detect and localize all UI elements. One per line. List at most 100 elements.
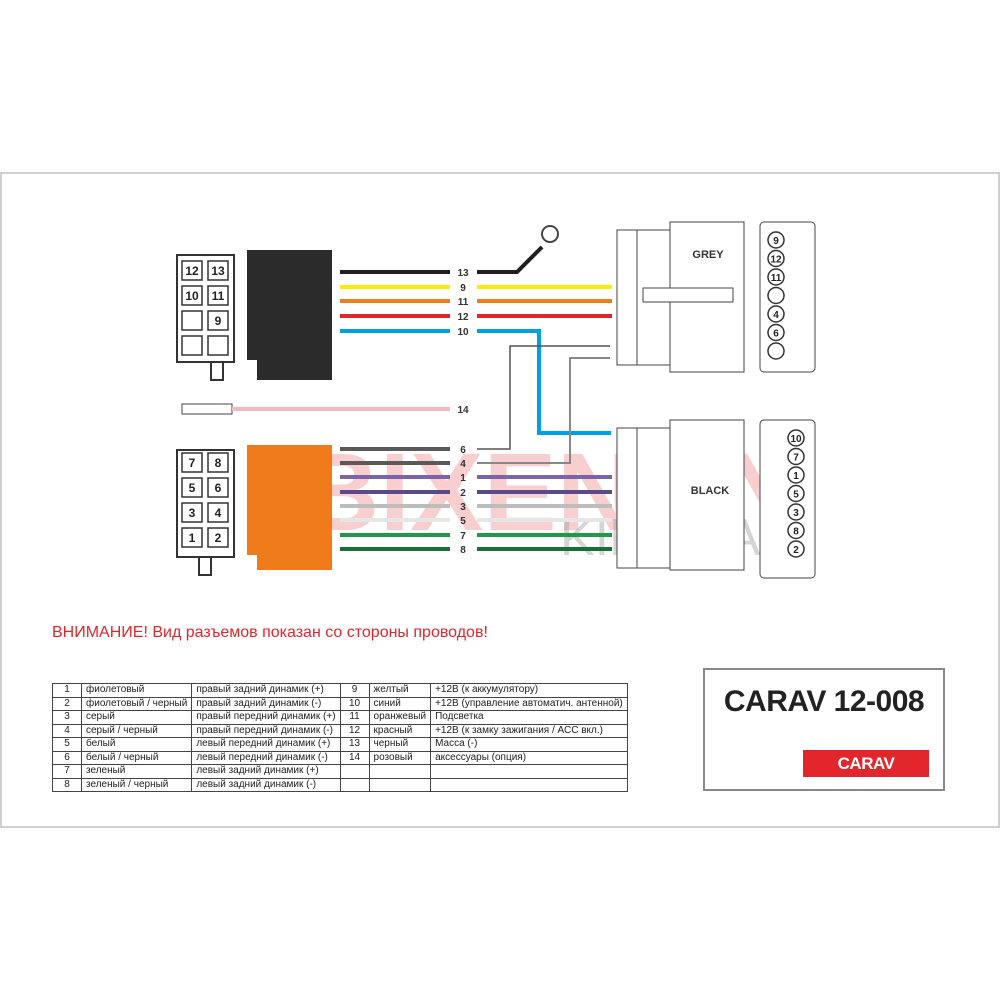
iso-pin [181, 502, 203, 523]
iso-speaker-key [198, 556, 212, 576]
table-cell: 1 [52, 683, 82, 698]
ground-wire [477, 245, 544, 274]
wire-number-label: 6 [460, 445, 466, 456]
connector-pin [787, 540, 805, 558]
speaker-plug-body [247, 445, 332, 555]
table-cell: 10 [339, 696, 370, 711]
connector-pin [787, 447, 805, 466]
iso-pin [207, 502, 229, 523]
iso-pin-number: 11 [212, 289, 225, 303]
iso-pin [181, 527, 203, 548]
connector-pin [787, 521, 805, 540]
iso-pin-number: 12 [185, 264, 199, 278]
iso-pin [207, 260, 229, 281]
table-cell: 11 [339, 710, 370, 725]
brand-logo: CARAV [803, 750, 929, 777]
table-cell: розовый [368, 750, 432, 765]
connector-pin-number: 4 [773, 310, 779, 321]
connector-pin [767, 323, 785, 342]
table-cell: Подсветка [430, 710, 628, 725]
table-cell: желтый [368, 683, 432, 698]
iso-pin [207, 452, 229, 473]
table-cell [430, 777, 628, 792]
wire-number-label: 2 [460, 488, 466, 499]
iso-pin [181, 335, 203, 356]
table-cell: белый [80, 737, 193, 752]
connector-pin-number: 3 [793, 508, 799, 519]
connector-pin [787, 429, 805, 447]
table-cell: Масса (-) [430, 737, 628, 752]
table-cell [368, 764, 432, 779]
black-connector-housing [669, 419, 745, 571]
table-cell: серый [80, 710, 193, 725]
table-cell [368, 777, 432, 792]
table-cell: зеленый [80, 764, 193, 779]
table-cell: +12В (к аккумулятору) [430, 683, 628, 698]
table-cell [339, 764, 370, 779]
iso-pin-number: 13 [211, 264, 225, 278]
table-cell: белый / черный [80, 750, 193, 765]
wire-number-label: 7 [460, 531, 466, 542]
connector-pin [767, 268, 785, 286]
speaker-plug-latch [257, 555, 332, 570]
table-cell: +12В (к замку зажигания / АСС вкл.) [430, 723, 628, 738]
iso-pin [181, 285, 203, 306]
iso-pin-number: 10 [185, 289, 199, 303]
wire-number-label: 5 [460, 516, 466, 527]
wire-number-label: 11 [458, 297, 469, 308]
wire-number-label: 3 [460, 502, 466, 513]
iso-pin-number: 1 [189, 531, 196, 545]
ring-terminal-icon [541, 225, 559, 243]
table-cell: 5 [52, 737, 82, 752]
iso-pin-number: 6 [215, 481, 222, 495]
table-cell: 7 [52, 764, 82, 779]
iso-pin [207, 527, 229, 548]
connector-pin [787, 503, 805, 521]
diagram-frame [0, 172, 1000, 828]
table-cell: фиолетовый / черный [80, 696, 193, 711]
black-connector-label: BLACK [691, 485, 730, 497]
iso-power-key [210, 361, 224, 381]
table-cell: правый передний динамик (+) [191, 710, 341, 725]
table-cell: аксессуары (опция) [430, 750, 628, 765]
connector-pin [767, 249, 785, 268]
wire-4-route [477, 357, 610, 464]
table-cell [339, 777, 370, 792]
table-cell: левый задний динамик (+) [191, 764, 341, 779]
wire-number-label: 8 [460, 545, 466, 556]
table-cell: 14 [339, 750, 370, 765]
iso-pin [207, 477, 229, 498]
table-cell: правый задний динамик (+) [191, 683, 341, 698]
connector-pin-number: 12 [770, 255, 782, 266]
table-cell: левый задний динамик (-) [191, 777, 341, 792]
connector-pin [767, 286, 785, 305]
connector-pin [767, 231, 785, 249]
iso-pin-number: 9 [215, 314, 222, 328]
table-cell: правый задний динамик (-) [191, 696, 341, 711]
wire-number-label: 13 [457, 268, 469, 279]
black-connector-face [759, 419, 816, 579]
table-cell: зеленый / черный [80, 777, 193, 792]
iso-pin [207, 285, 229, 306]
power-plug-body [247, 250, 332, 360]
wire-number-label: 4 [460, 459, 466, 470]
iso-pin-number: 2 [215, 531, 222, 545]
iso-pin-number: 3 [189, 506, 196, 520]
iso-pin-number: 5 [189, 481, 196, 495]
wire-number-label: 14 [457, 405, 469, 416]
iso-pin [181, 310, 203, 331]
iso-pin [181, 260, 203, 281]
connector-pin [787, 484, 805, 503]
power-plug-latch [257, 360, 332, 380]
connector-pin [787, 466, 805, 484]
